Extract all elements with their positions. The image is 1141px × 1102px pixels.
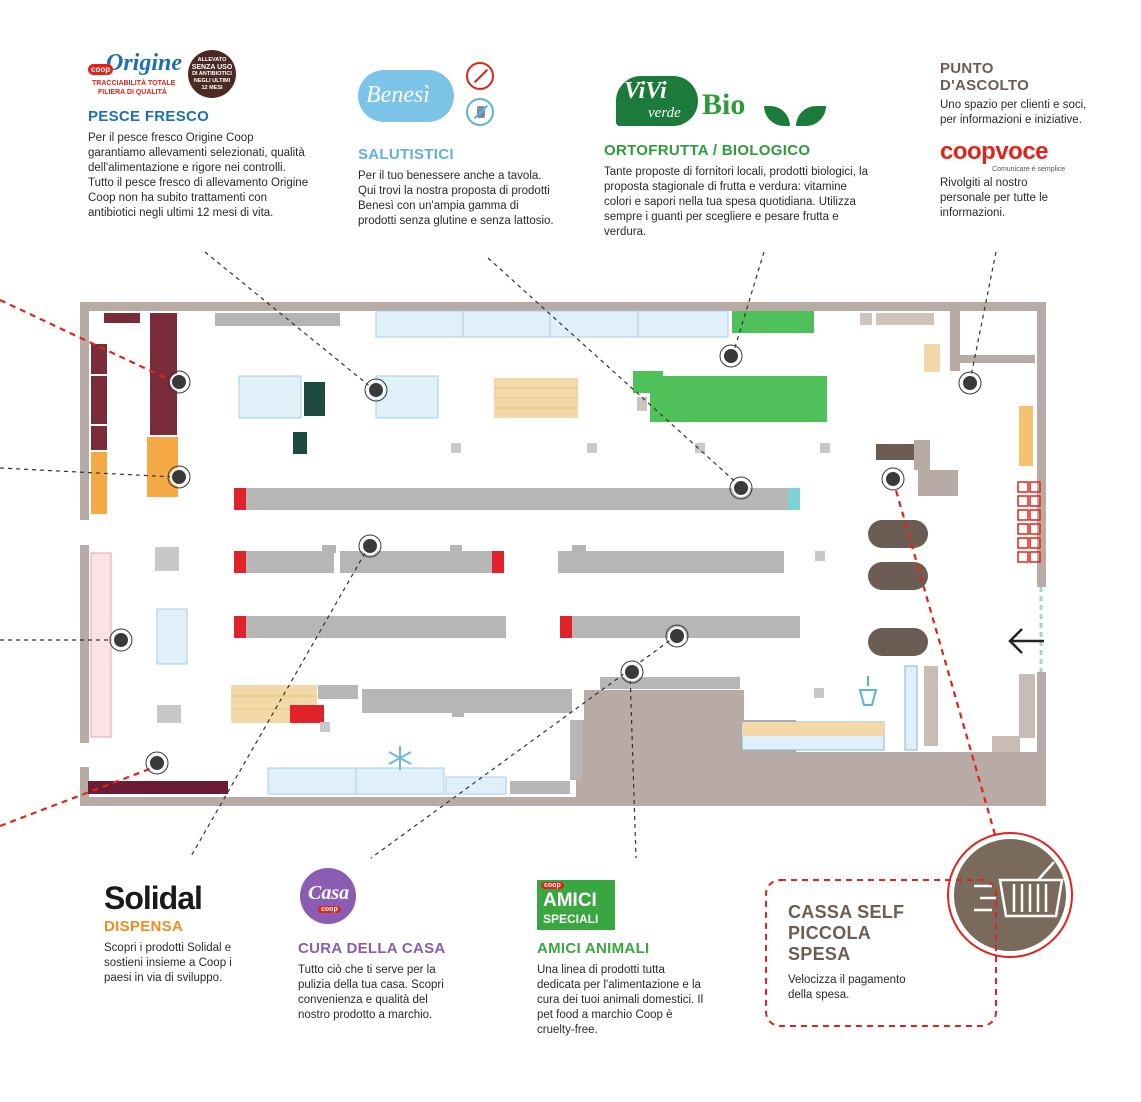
pin-aisle xyxy=(732,479,750,497)
section-fish: Origine coop TRACCIABILITÀ TOTALE FILIER… xyxy=(88,50,310,221)
coopvoce-tagline: Comunicare è semplice xyxy=(992,166,1066,173)
info-description: Uno spazio per clienti e soci, per infor… xyxy=(940,99,1087,126)
produce-description: Tante proposte di fornitori locali, prod… xyxy=(604,166,869,238)
section-health: Benesì SALUTISTICI Per il tuo benessere … xyxy=(358,62,558,229)
pets-title: AMICI ANIMALI xyxy=(537,940,650,957)
pin-left-fridge xyxy=(112,631,130,649)
pin-pantry xyxy=(361,537,379,555)
self-checkout-box xyxy=(765,879,997,1027)
main-aisle-shelves xyxy=(234,488,825,638)
origine-logo: Origine coop TRACCIABILITÀ TOTALE FILIER… xyxy=(88,50,310,102)
section-pets: coop AMICI SPECIALI AMICI ANIMALI Una li… xyxy=(537,880,717,1038)
leader-lines xyxy=(0,251,997,859)
pantry-description: Scopri i prodotti Solidal e sostieni ins… xyxy=(104,942,232,984)
amici-speciali-logo: coop AMICI SPECIALI xyxy=(537,880,615,930)
info-title-2: D'ASCOLTO xyxy=(940,77,1030,94)
badge-line-4: NEGLI ULTIMI xyxy=(193,78,231,84)
fresh-fish-counters xyxy=(91,313,178,514)
verde-brand: verde xyxy=(648,105,681,121)
top-shelves xyxy=(215,310,934,338)
vivi-verde-bio-logo: ViVi verde Bio xyxy=(604,72,874,140)
benesi-brand: Benesì xyxy=(366,82,430,108)
upper-islands xyxy=(238,371,830,454)
benesi-logo: Benesì xyxy=(358,62,558,142)
home-title: CURA DELLA CASA xyxy=(298,940,446,957)
self-checkout-title-1: CASSA SELF xyxy=(788,902,905,922)
pin-checkout xyxy=(884,470,902,488)
section-home-care: Casa coop CURA DELLA CASA Tutto ciò che … xyxy=(298,866,468,1023)
pin-info-point xyxy=(961,374,979,392)
origine-tagline-1: TRACCIABILITÀ TOTALE xyxy=(92,80,176,87)
fish-title: PESCE FRESCO xyxy=(88,108,210,125)
no-gluten-icon xyxy=(466,62,494,90)
left-lower-fixtures xyxy=(88,547,740,795)
coopvoce-brand: coopvoce xyxy=(940,138,1049,165)
fish-description: Per il pesce fresco Origine Coop garanti… xyxy=(88,132,309,219)
coopvoce-logo: coopvoce Comunicare è semplice xyxy=(940,136,1110,176)
water-icon xyxy=(858,676,878,706)
solidal-logo: Solidal xyxy=(104,880,203,916)
pin-health xyxy=(367,381,385,399)
badge-line-2: SENZA USO xyxy=(191,64,233,71)
amici-coop-mark: coop xyxy=(541,882,564,889)
map-pins xyxy=(112,347,979,772)
info-title-1: PUNTO xyxy=(940,60,994,77)
pin-wine xyxy=(148,754,166,772)
bio-brand: Bio xyxy=(702,88,746,121)
pin-pets xyxy=(623,663,641,681)
shopping-basket-icon xyxy=(974,861,1064,918)
speciali-text: SPECIALI xyxy=(543,912,599,926)
section-produce: ViVi verde Bio ORTOFRUTTA / BIOLOGICO Ta… xyxy=(604,72,874,240)
leaf-icon xyxy=(796,106,826,126)
vivi-brand: ViVi xyxy=(624,78,667,104)
casa-logo: Casa coop xyxy=(298,866,468,936)
leaf-icon xyxy=(764,106,790,126)
section-self-checkout: CASSA SELF PICCOLA SPESA Velocizza il pa… xyxy=(788,902,938,1003)
self-checkout-description: Velocizza il pagamento della spesa. xyxy=(788,974,906,1001)
badge-line-1: ALLEVATO xyxy=(197,57,227,63)
section-pantry: Solidal DISPENSA Scopri i prodotti Solid… xyxy=(104,880,254,986)
pets-description: Una linea di prodotti tutta dedicata per… xyxy=(537,964,704,1036)
pantry-title: DISPENSA xyxy=(104,918,184,935)
info-description-2: Rivolgiti al nostro personale per tutte … xyxy=(940,177,1049,219)
snowflake-icon xyxy=(388,746,412,770)
pin-produce xyxy=(722,347,740,365)
badge-line-3: DI ANTIBIOTICI xyxy=(192,71,232,77)
self-checkout-badge xyxy=(947,832,1073,958)
coop-mark: coop xyxy=(88,64,114,75)
casa-coop-mark: coop xyxy=(318,906,341,913)
basket-stack xyxy=(1017,481,1041,563)
pin-fish xyxy=(170,373,188,391)
casa-brand: Casa xyxy=(308,882,350,904)
pin-home xyxy=(668,627,686,645)
red-route-lines xyxy=(0,299,1002,853)
checkout-area xyxy=(741,344,1035,752)
self-checkout-title-3: SPESA xyxy=(788,944,851,964)
amici-text: AMICI xyxy=(543,890,597,911)
no-lactose-icon xyxy=(466,98,494,126)
pin-pantry-1 xyxy=(170,468,188,486)
antibiotic-badge: ALLEVATO SENZA USO DI ANTIBIOTICI NEGLI … xyxy=(188,50,236,98)
health-title: SALUTISTICI xyxy=(358,146,454,163)
health-description: Per il tuo benessere anche a tavola. Qui… xyxy=(358,170,554,227)
produce-title: ORTOFRUTTA / BIOLOGICO xyxy=(604,142,811,159)
section-info-point: PUNTO D'ASCOLTO Uno spazio per clienti e… xyxy=(940,60,1110,221)
badge-line-5: 12 MESI xyxy=(201,85,223,91)
home-description: Tutto ciò che ti serve per la pulizia de… xyxy=(298,964,444,1021)
origine-brand: Origine xyxy=(106,50,183,76)
origine-tagline-2: FILIERA DI QUALITÀ xyxy=(98,89,167,96)
self-checkout-title-2: PICCOLA xyxy=(788,923,872,943)
arrow-left-icon xyxy=(1008,628,1044,654)
